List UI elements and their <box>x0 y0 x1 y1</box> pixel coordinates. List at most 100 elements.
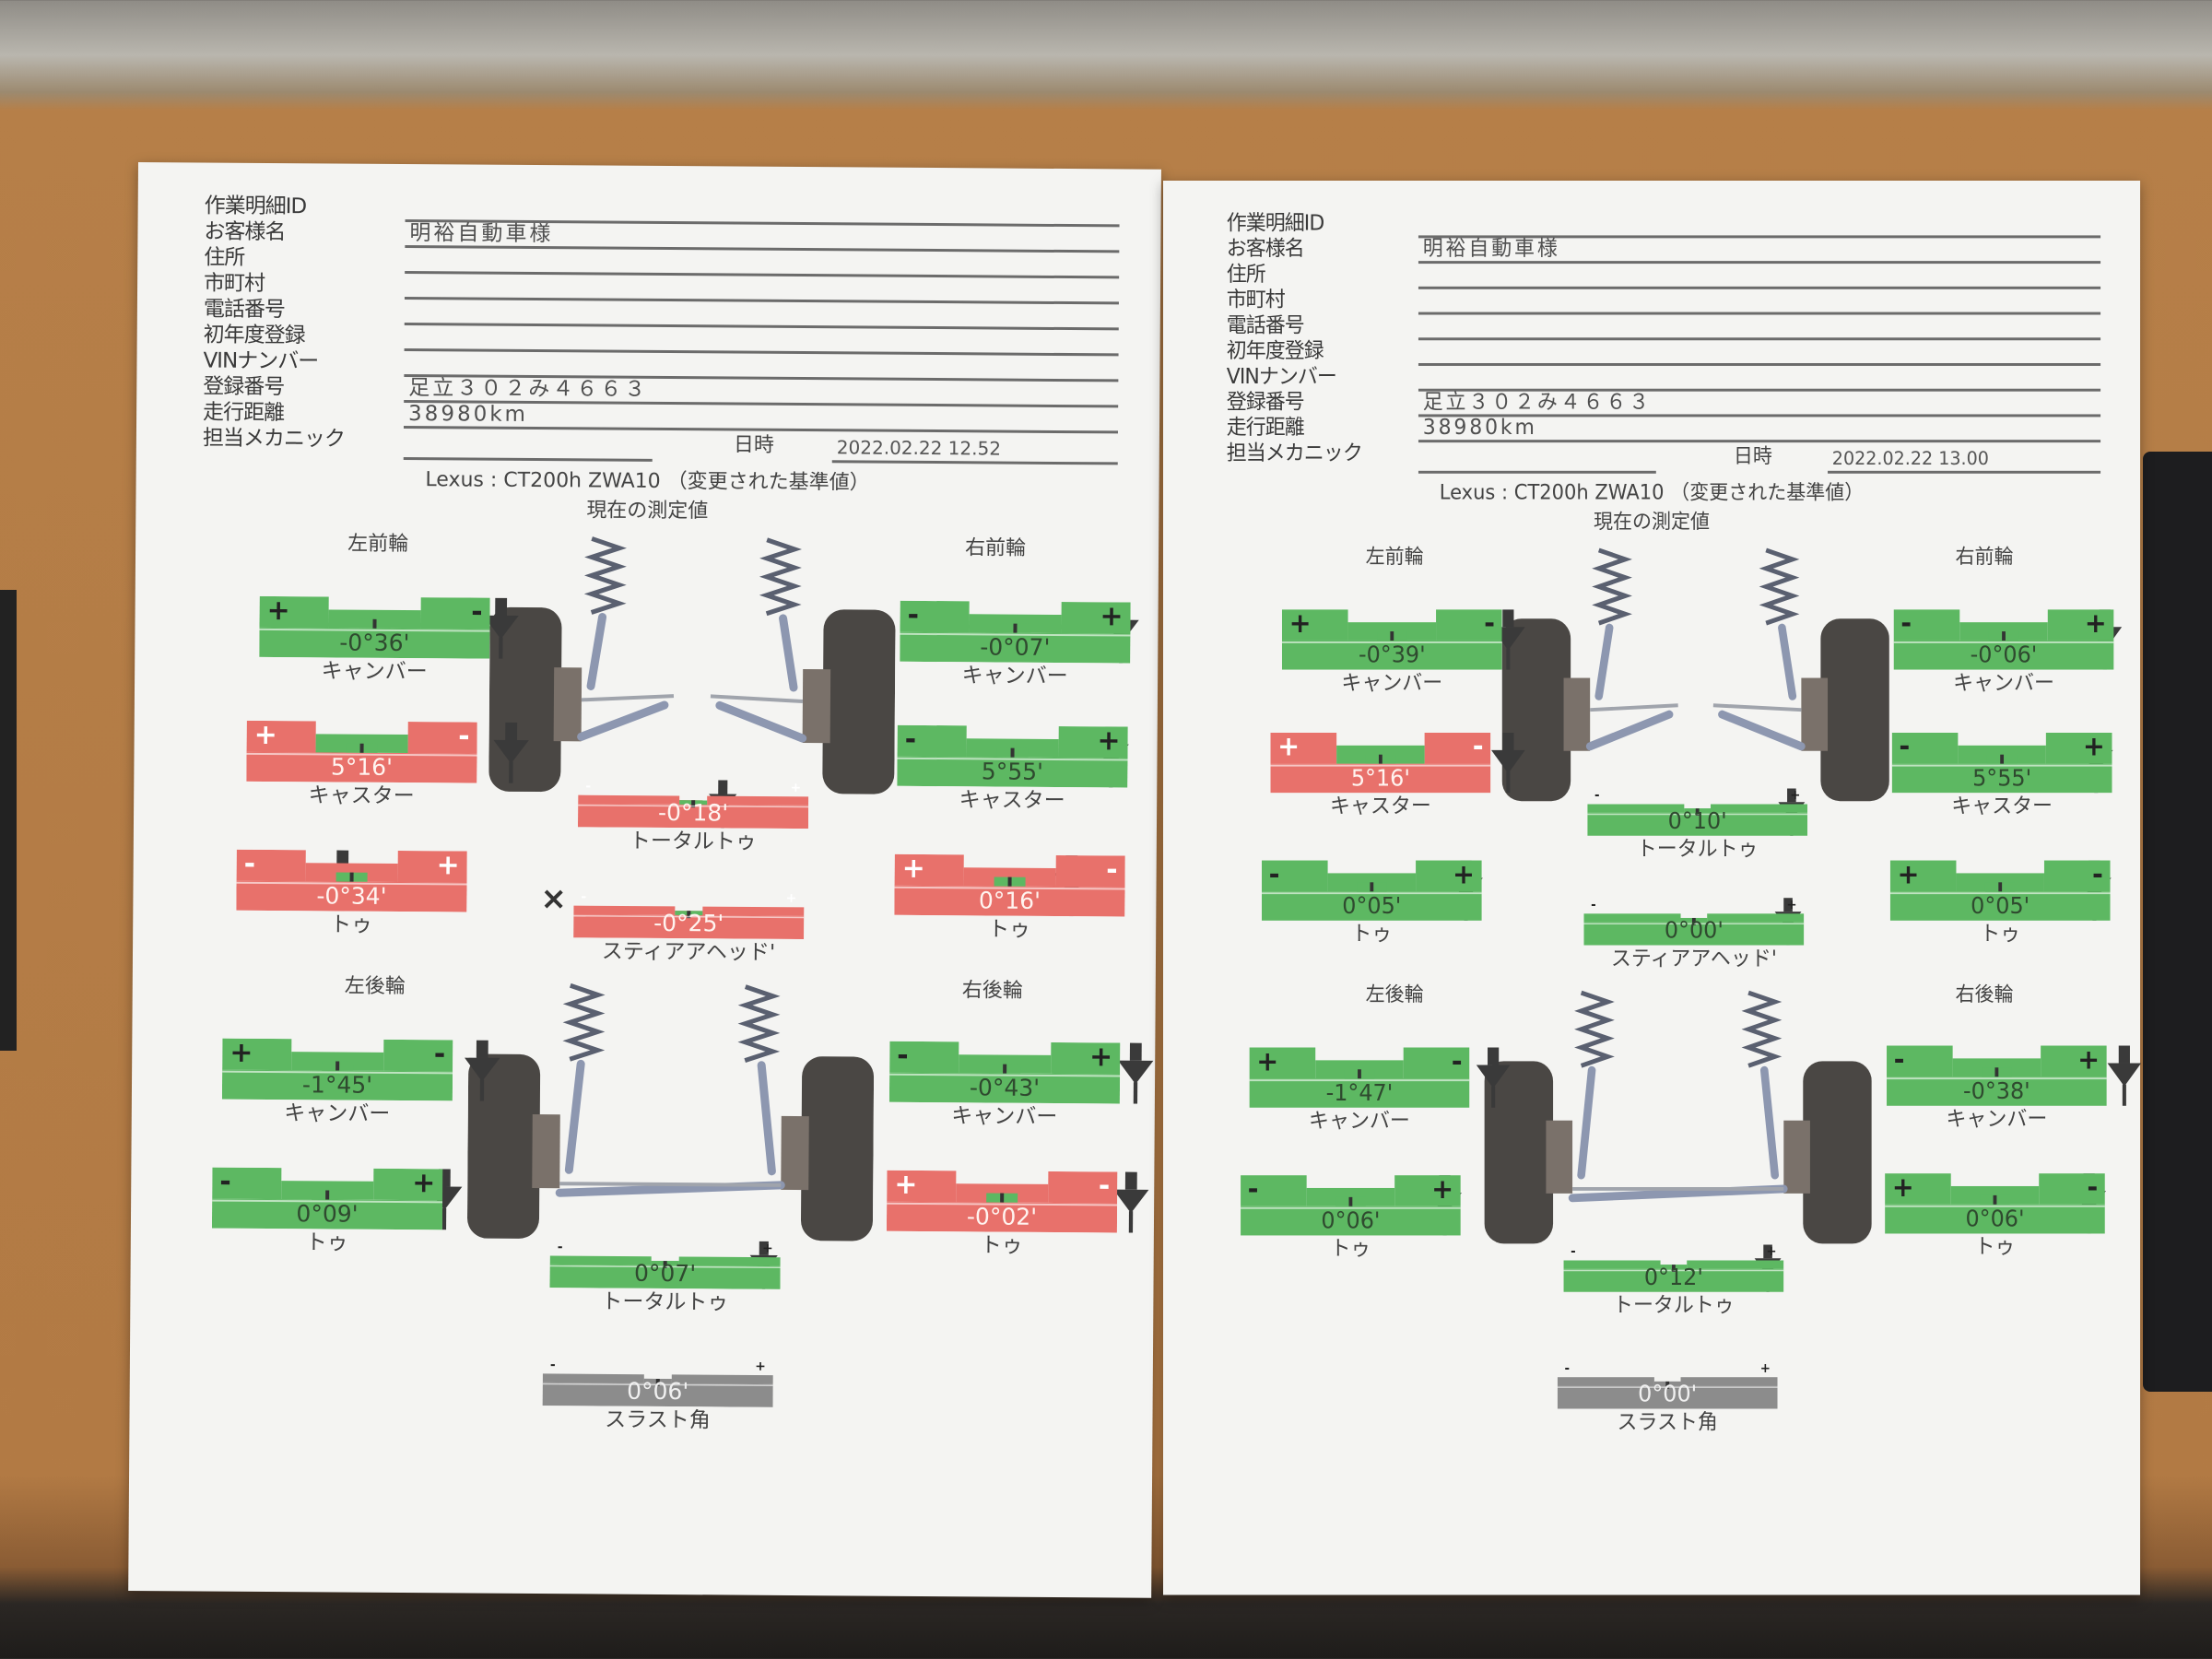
gauge-bar <box>573 905 805 940</box>
field-underline <box>404 297 1119 305</box>
gauge-bar <box>236 849 467 912</box>
sign-left: - <box>1899 730 1911 763</box>
gauge-value: 5°55' <box>981 758 1044 785</box>
sign-right: + <box>1759 1361 1771 1376</box>
gauge-thrust: - + 0°06' スラスト角 <box>542 1358 773 1432</box>
field-label: VINナンバー <box>1226 364 1337 389</box>
field-underline <box>1418 388 2101 392</box>
gauge-label: キャスター <box>1329 794 1431 819</box>
gauge-label: トゥ <box>1974 1235 2016 1260</box>
pointer-arrow-icon <box>1490 732 1525 794</box>
field-label: お客様名 <box>1226 237 1305 262</box>
gauge-label: キャンバー <box>1953 671 2054 696</box>
gauge-value: -0°38' <box>1963 1077 2030 1104</box>
sign-right: + <box>1453 858 1476 891</box>
sign-right: + <box>2077 1043 2100 1077</box>
sign-left: + <box>894 1168 918 1201</box>
sign-left: + <box>1288 607 1312 640</box>
gauge-fr-caster: - + 5°55' キャスター <box>1891 730 2113 818</box>
gauge-label: トゥ <box>1330 1237 1371 1262</box>
rear-suspension-illustration <box>1484 990 1872 1244</box>
gauge-value: 5°16' <box>1350 764 1410 792</box>
gauge-bar <box>1557 1377 1778 1409</box>
field-underline <box>404 323 1119 331</box>
field-label: 担当メカニック <box>1226 441 1363 465</box>
sign-right: + <box>1766 1244 1777 1260</box>
field-label: 作業明細ID <box>1226 211 1324 236</box>
field-value: 足立３０２み４６６３ <box>1422 390 1653 415</box>
gauge-label: トゥ <box>1980 922 2021 947</box>
gauge-value: 0°09' <box>296 1200 359 1228</box>
sign-right: - <box>433 1038 446 1071</box>
field-underline <box>1418 235 2101 239</box>
field-label: 走行距離 <box>1226 416 1305 441</box>
gauge-value: 0°05' <box>1971 892 2030 919</box>
sign-right: - <box>1472 730 1484 763</box>
sign-left: - <box>897 1039 909 1072</box>
field-label: 市町村 <box>1226 288 1286 312</box>
field-value: 足立３０２み４６６３ <box>408 376 649 402</box>
field-underline <box>1418 414 2101 418</box>
gauge-fl-toe: - + -0°34' トゥ <box>236 848 467 937</box>
rear-left-label: 左後輪 <box>1365 983 1424 1006</box>
field-value: 明裕自動車様 <box>1422 237 1560 262</box>
sign-right: + <box>436 849 460 882</box>
gauge-rr-toe: + - -0°02' トゥ <box>886 1168 1148 1258</box>
gauge-rl-camber: + - -1°47' キャンバー <box>1249 1047 1511 1134</box>
gauge-value: 0°06' <box>627 1377 689 1406</box>
gauge-value: 5°55' <box>1972 764 2032 792</box>
gauge-bar <box>897 724 1128 788</box>
sign-left: + <box>1897 858 1920 891</box>
gauge-fl-toe: - + 0°05' トゥ <box>1261 858 1483 947</box>
field-label: 登録番号 <box>1226 390 1305 415</box>
field-label: 住所 <box>1226 263 1266 287</box>
sign-right: + <box>1431 1173 1454 1206</box>
gauge-bar <box>894 853 1125 917</box>
sign-right: + <box>1790 788 1801 804</box>
field-underline <box>404 348 1119 357</box>
field-label: 電話番号 <box>203 297 285 323</box>
sign-right: - <box>1098 1170 1111 1203</box>
gauge-bar <box>888 1041 1121 1104</box>
gauge-label: スティアアヘッド' <box>1610 947 1777 971</box>
sign-left: - <box>557 1240 563 1255</box>
field-underline <box>1418 286 2101 289</box>
gauge-bar <box>1889 860 2111 921</box>
gauge-label: キャスター <box>308 783 415 809</box>
gauge-fl-camber: + - -0°39' キャンバー <box>1281 607 1525 695</box>
sign-left: + <box>253 718 277 752</box>
sign-right: - <box>1484 607 1496 640</box>
field-underline <box>405 271 1120 279</box>
gauge-label: キャスター <box>1951 794 2053 819</box>
gauge-rr-toe: + - 0°06' トゥ <box>1885 1171 2106 1259</box>
gauge-fr-toe: + - 0°05' トゥ <box>1889 858 2112 947</box>
gauge-label: キャンバー <box>1341 671 1443 696</box>
gauge-bar <box>1891 732 2112 794</box>
sign-left: - <box>1564 1361 1571 1376</box>
gauge-rl-camber: + - -1°45' キャンバー <box>221 1037 500 1126</box>
sign-right: + <box>2082 730 2105 763</box>
gauge-value: -0°07' <box>980 633 1051 661</box>
gauge-label: キャンバー <box>321 659 428 685</box>
gauge-label: トータルトゥ <box>1613 1293 1735 1318</box>
gauge-value: 0°16' <box>978 887 1041 914</box>
vehicle-title: Lexus : CT200h ZWA10 （変更された基準値） <box>425 468 870 495</box>
field-label: 住所 <box>204 245 245 270</box>
gauge-label: スラスト角 <box>1617 1410 1718 1435</box>
gauge-value: -1°45' <box>301 1071 373 1099</box>
sign-left: - <box>1893 1043 1905 1077</box>
gauge-bar <box>1887 1045 2107 1106</box>
sign-right: + <box>761 1241 773 1256</box>
gauge-bar <box>577 794 809 830</box>
sign-left: + <box>1891 1171 1914 1204</box>
gauge-label: キャンバー <box>961 664 1068 689</box>
gauge-value: -0°34' <box>316 882 387 910</box>
sign-left: - <box>1594 788 1600 804</box>
gauge-bar <box>259 595 490 659</box>
gauge-bar <box>886 1170 1118 1233</box>
rear-suspension-illustration <box>467 982 875 1241</box>
gauge-fr-caster: - + 5°55' キャスター <box>897 724 1129 813</box>
field-underline <box>1418 261 2101 265</box>
gauge-label: スティアアヘッド' <box>601 939 776 965</box>
